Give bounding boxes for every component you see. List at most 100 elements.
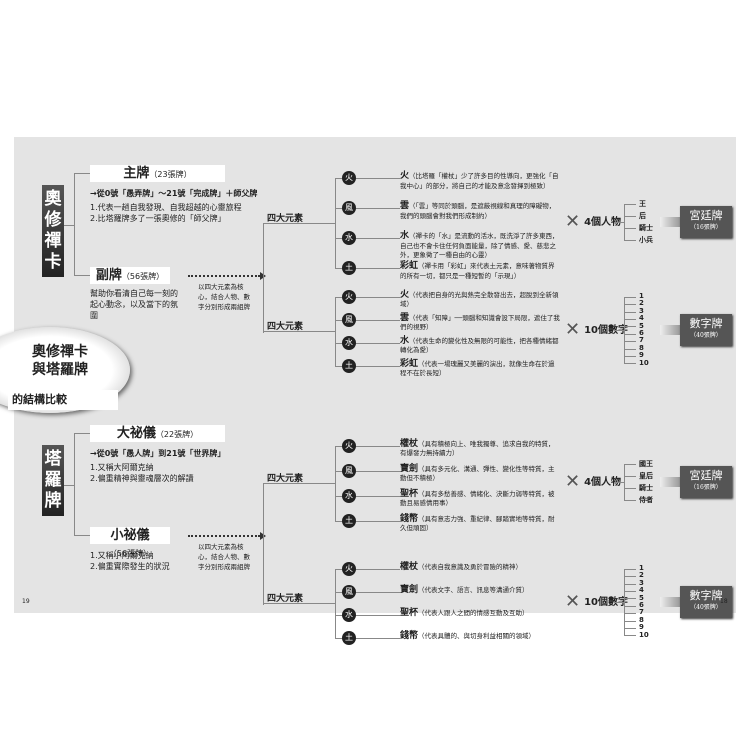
bracket-line [74, 173, 90, 174]
tree-line [624, 568, 625, 636]
element-node: 土 [342, 261, 356, 275]
element-description: 雲（代表「知障」──頭腦和知識會設下局限，遮住了我們的視野） [400, 312, 560, 333]
numbers-item: 10 [639, 630, 649, 639]
tree-line [335, 637, 400, 639]
element-name: 聖杯 [400, 607, 419, 618]
tree-line [335, 568, 400, 570]
numbers-item: 1 [639, 292, 644, 300]
element-node: 土 [342, 513, 356, 528]
tree-line [335, 342, 400, 344]
element-node: 水 [342, 488, 356, 503]
tree-line [624, 348, 636, 350]
element-node: 風 [342, 584, 356, 599]
major-name: 大祕儀 [116, 426, 156, 441]
element-description: 權杖（具有積極向上、唯我獨尊、追求自我的特質，有爆發力無持續力） [400, 439, 560, 459]
major-arcana-header: 主牌（23張牌） [90, 165, 225, 182]
minor-note: 2.偏重實際發生的狀況 [90, 562, 170, 571]
numbers-item: 8 [639, 343, 644, 352]
tree-line [624, 488, 636, 489]
element-description: 聖杯（代表人跟人之間的情感互動及互助） [400, 607, 560, 619]
element-desc-text: （具有意志力強、重紀律、腳踏實地等特質，耐久但頑固） [400, 514, 555, 533]
element-description: 權杖（代表自我意識及勇於冒險的精神） [400, 562, 560, 573]
tree-line [624, 355, 636, 357]
element-desc-text: （代表一場瑰麗又美麗的演出，就像生命在於過程不在於長短） [400, 359, 555, 378]
tree-line [624, 500, 636, 501]
bracket-line [74, 433, 90, 434]
element-desc-text: （代表自我意識及勇於冒險的精神） [418, 562, 523, 571]
element-name: 雲 [400, 312, 410, 323]
tree-line [614, 602, 624, 603]
bracket-line [74, 535, 90, 536]
tree-line [624, 204, 625, 240]
element-description: 寶劍（代表文字、語言、訊息等溝通介質） [400, 585, 560, 596]
element-node: 水 [342, 335, 356, 350]
figures-item: 后 [639, 212, 646, 220]
tree-line [624, 204, 636, 205]
page-number-left: 19 [22, 598, 30, 605]
tree-line [263, 483, 335, 484]
result-name: 宮廷牌 [689, 209, 723, 222]
tree-line [624, 635, 636, 637]
minor-count: （56張牌） [121, 272, 165, 281]
element-desc-text: （代表生命的變化性及無限的可能性，把各種情緒都轉化為愛） [400, 336, 559, 355]
numbers-item: 9 [639, 351, 644, 360]
title-char: 禪 [44, 231, 62, 251]
title-char: 塔 [44, 449, 62, 469]
tree-line [624, 627, 636, 629]
four-elements-label: 四大元素 [267, 474, 304, 484]
figures-item: 騎士 [639, 484, 653, 492]
element-description: 錢幣（代表具體的、與切身利益相關的領域） [400, 631, 560, 642]
title-char: 卡 [44, 252, 62, 272]
numbers-item: 6 [639, 329, 644, 337]
tree-line [624, 568, 636, 570]
minor-note: 1.又稱小阿爾克納 [90, 551, 154, 560]
minor-name: 小祕儀 [110, 528, 150, 543]
multiply-icon: ✕ [565, 211, 581, 232]
tarot-title: 塔羅牌 [42, 445, 64, 516]
element-node: 火 [342, 438, 356, 453]
figures-label: 4個人物 [584, 476, 622, 488]
four-elements-label: 四大元素 [267, 322, 304, 332]
element-description: 彩虹（代表一場瑰麗又美麗的演出，就像生命在於過程不在於長短） [400, 359, 560, 379]
four-elements-label: 四大元素 [267, 594, 304, 604]
minor-arcana-header: 小祕儀（56張牌） [90, 527, 170, 558]
element-desc-text: （「雲」等同於頭腦，是遮蔽視線和真理的障礙物，我們的頭腦會對我們形成制約） [400, 202, 556, 220]
multiply-icon: ✕ [565, 591, 581, 612]
numbers-item: 2 [639, 299, 644, 308]
tree-line [263, 483, 264, 605]
tree-line [335, 445, 400, 447]
tree-line [335, 495, 400, 497]
element-description: 彩虹（禪卡用「彩虹」來代表土元素，意味著物質界的所有一切，都只是一種短暫的「示現… [400, 261, 560, 281]
tree-line [335, 470, 400, 472]
major-count: （23張牌） [149, 170, 192, 179]
numbers-result-box: 數字牌（40張牌） [680, 314, 732, 346]
element-desc-text: （具有多愁善感、情緒化、決斷力弱等特質，被動且易感情用事） [400, 489, 555, 508]
numbers-item: 9 [639, 623, 644, 632]
dotted-arrow [188, 272, 266, 280]
element-node: 風 [342, 463, 356, 478]
title-char: 羅 [44, 470, 62, 490]
major-note: 1.又稱大阿爾克納 [90, 463, 154, 472]
minor-name: 副牌 [95, 268, 122, 283]
element-node: 水 [342, 607, 356, 622]
osho-title: 奧修禪卡 [42, 185, 64, 277]
bracket-line [74, 433, 75, 535]
tree-line [624, 576, 636, 578]
multiply-icon: ✕ [565, 319, 581, 340]
badge-line-1: 奧修禪卡 [32, 344, 88, 360]
tree-line [624, 228, 636, 229]
tree-line [624, 341, 636, 343]
element-name: 火 [400, 289, 410, 300]
element-desc-text: （代表把自身的光與熱完全散發出去，超脫到全新領域） [400, 290, 559, 309]
result-count: （40張牌） [690, 604, 722, 611]
element-desc-text: （代表文字、語言、訊息等溝通介質） [418, 585, 529, 594]
tree-line [624, 296, 636, 298]
minor-arcana-header: 副牌（56張牌） [90, 267, 170, 284]
tree-line [624, 464, 636, 465]
multiply-numbers: ✕10個數字 [565, 319, 628, 340]
tree-line [335, 520, 400, 522]
tree-line [624, 326, 636, 328]
numbers-item: 4 [639, 586, 644, 595]
numbers-item: 7 [639, 608, 644, 617]
element-desc-text: （具有多元化、溝通、彈性、變化性等特質，主動但不積極） [400, 464, 555, 483]
